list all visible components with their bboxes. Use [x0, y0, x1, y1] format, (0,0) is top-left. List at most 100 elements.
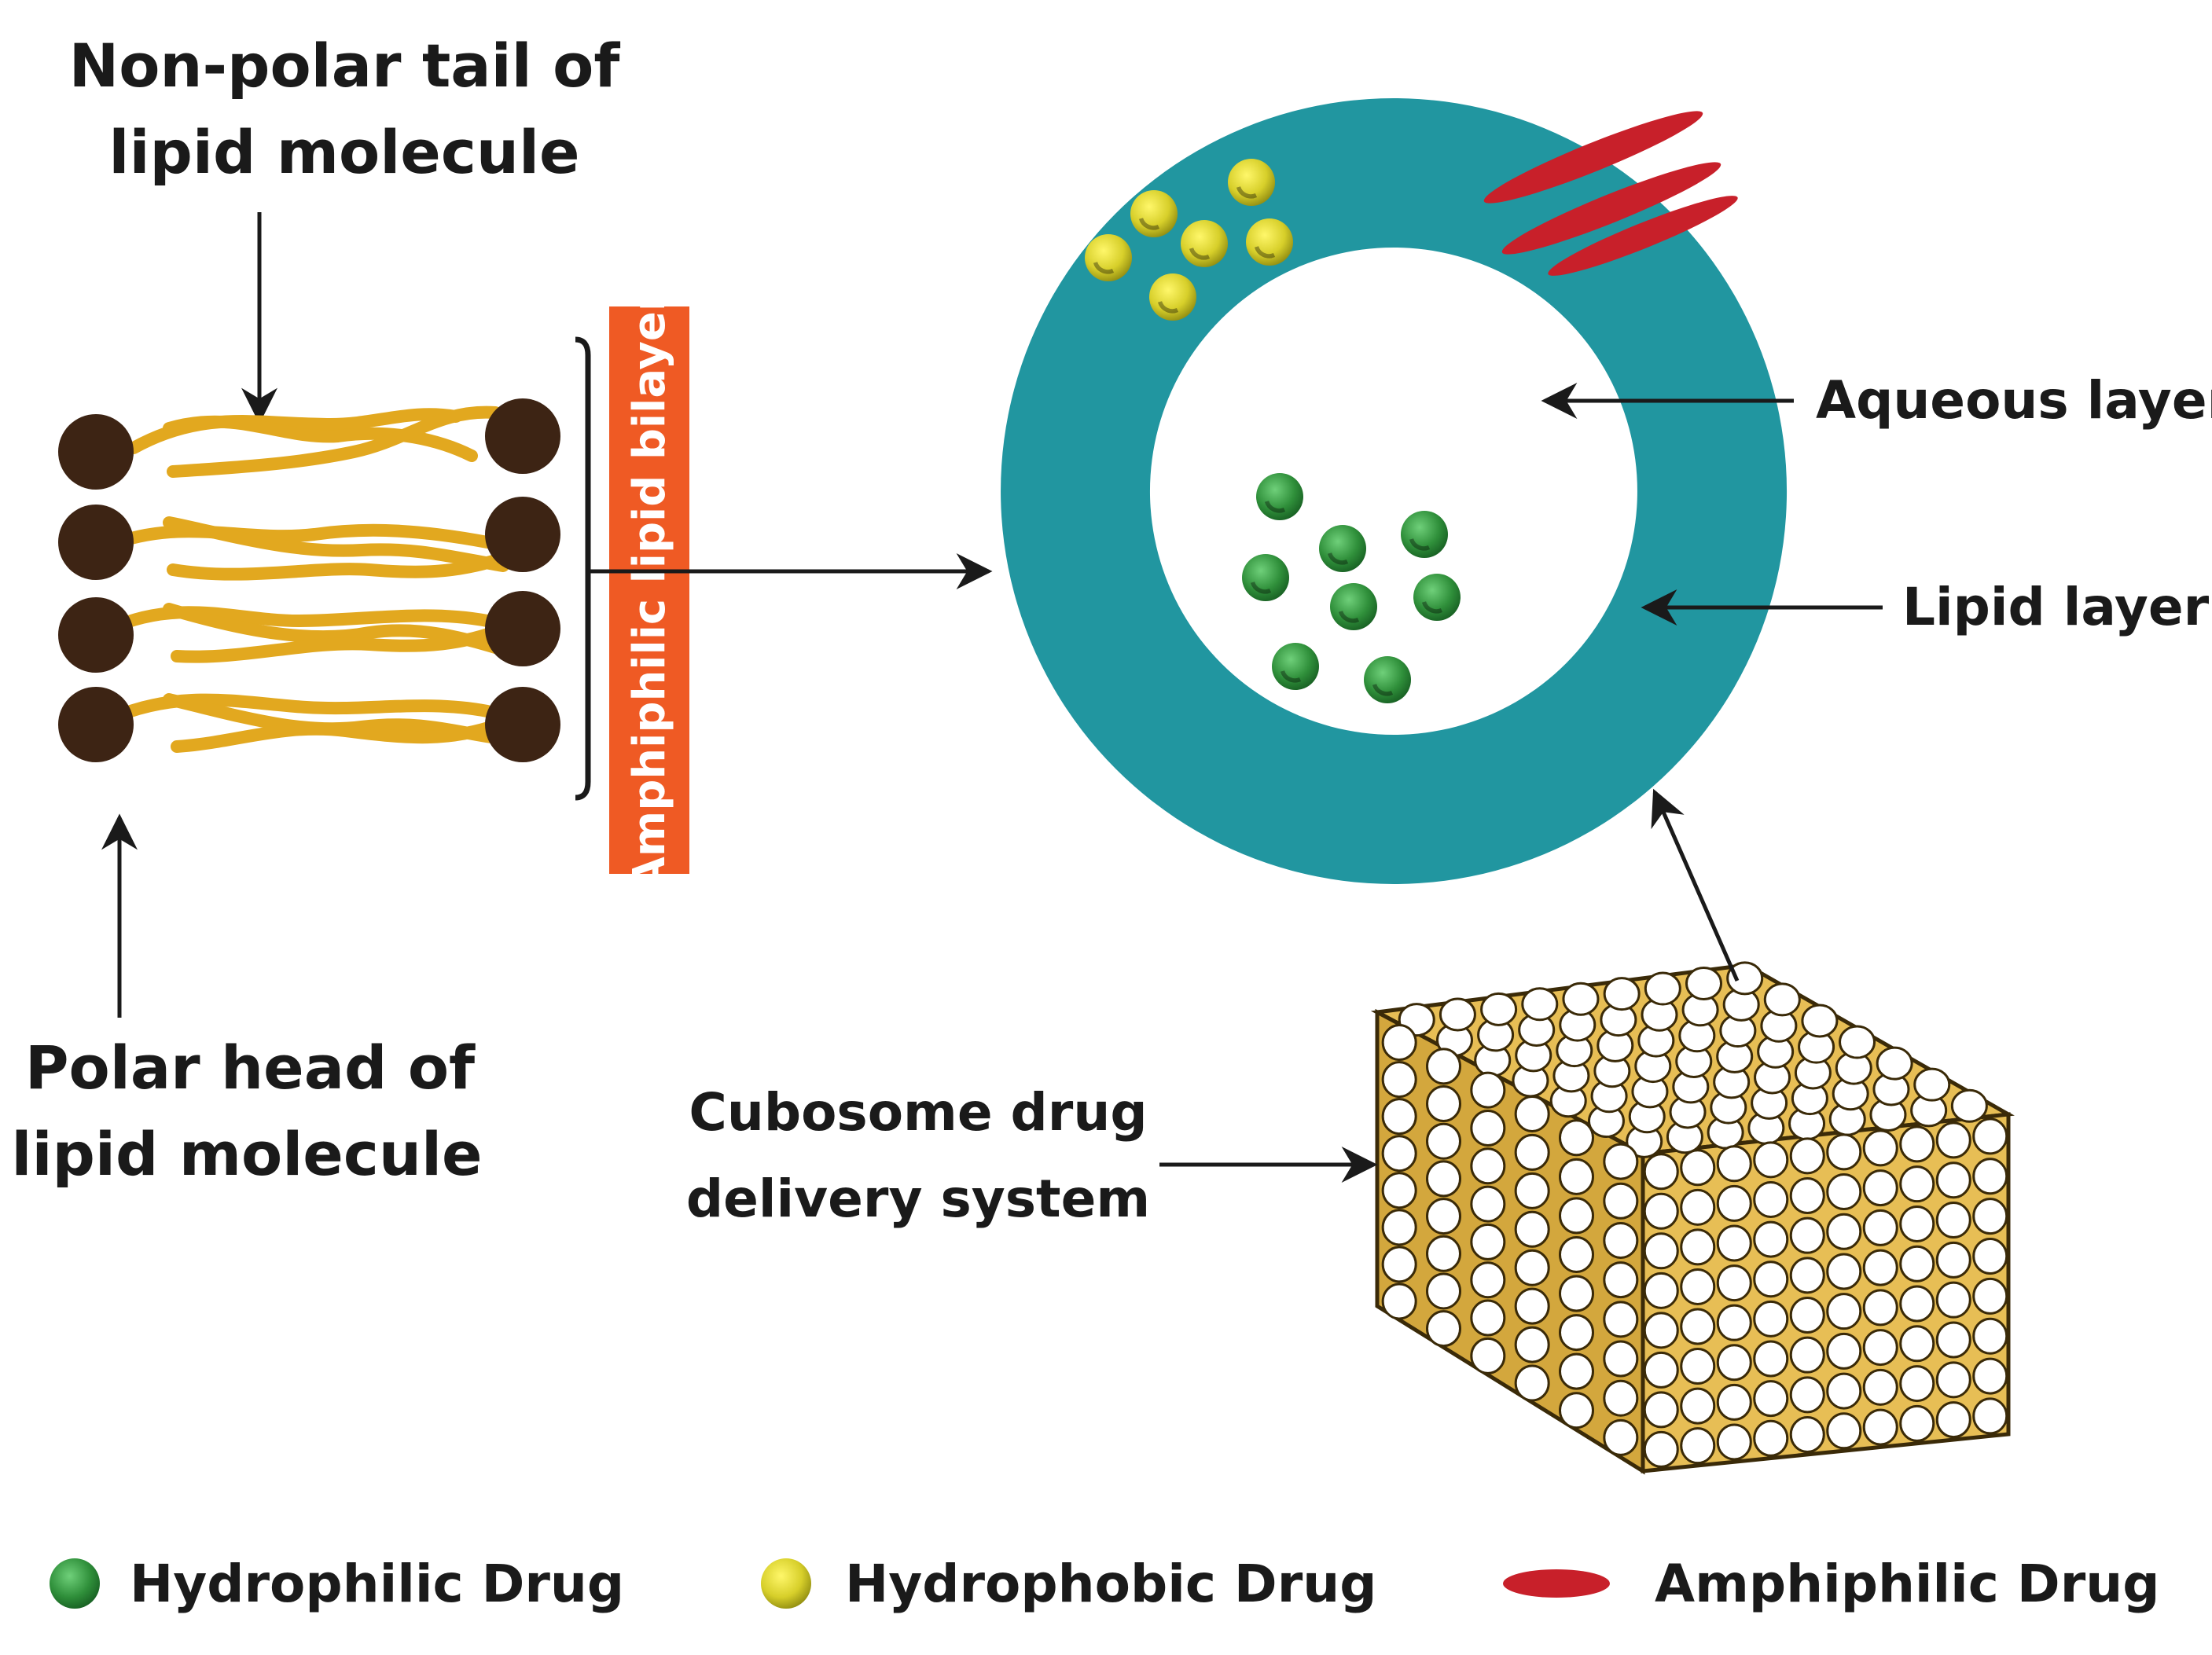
nonpolar-tail-label-line1: Non-polar tail of [69, 31, 621, 101]
cube-pore [1826, 1133, 1862, 1171]
hydrophilic-drug-shade [1421, 601, 1443, 614]
aqueous-layer-label: Aqueous layer [1816, 370, 2212, 431]
cube-pore [1935, 1161, 1971, 1199]
cube-pore [1643, 1351, 1679, 1389]
cube-pore [1381, 1209, 1417, 1246]
cube-pore [1753, 1141, 1789, 1179]
cube-pore [1426, 1160, 1461, 1198]
lipid-heads-right [485, 398, 560, 762]
cube-pore [1899, 1404, 1935, 1442]
cube-pore [1514, 1364, 1550, 1402]
cube-pore [1899, 1205, 1935, 1242]
cube-pore [1603, 1143, 1639, 1180]
cube-pore [1603, 1301, 1639, 1338]
hydrophobic-drug [1149, 273, 1196, 321]
legend-hydrophilic: Hydrophilic Drug [50, 1554, 624, 1614]
cube-pore [1972, 1198, 2008, 1235]
cube-pore [1935, 1281, 1971, 1319]
cube-pore [1559, 1119, 1594, 1157]
cube-pore [1381, 1024, 1417, 1062]
hydrophilic-drug-shade [1264, 501, 1286, 513]
cube-pore [1480, 992, 1518, 1026]
legend-amphiphilic: Amphiphilic Drug [1503, 1554, 2159, 1614]
cube-pore [1643, 1232, 1679, 1270]
hydrophilic-drug [1319, 525, 1366, 572]
cube-pore [1680, 1188, 1716, 1226]
cube-pore [1899, 1165, 1935, 1203]
cube-pore [1753, 1419, 1789, 1457]
cube-pore [1643, 1312, 1679, 1349]
cube-pore [1789, 1137, 1825, 1175]
cube-pore [1559, 1235, 1594, 1273]
cube-pore [1559, 1197, 1594, 1235]
cube-pore [1753, 1300, 1789, 1338]
cube-pore [1862, 1169, 1898, 1207]
hydrophilic-drug-shade [1338, 611, 1360, 623]
cube-pore [1862, 1368, 1898, 1406]
hydrophilic-drug [1330, 583, 1377, 630]
hydrophilic-drug-shade [1327, 552, 1349, 565]
cube-pore [1899, 1245, 1935, 1283]
cube-pore [1685, 966, 1723, 1000]
cube-pore [1862, 1329, 1898, 1367]
cube-pore [1603, 977, 1641, 1011]
cube-pore [1603, 1221, 1639, 1259]
cube-pore [1862, 1209, 1898, 1246]
lipid-tails [104, 405, 517, 753]
hydrophilic-drug [1242, 554, 1289, 601]
hydrophilic-drug [1364, 656, 1411, 703]
cube-pore [1514, 1326, 1550, 1363]
amphiphilic-drug-icon [1503, 1569, 1610, 1598]
hydrophobic-drug-shade [1236, 186, 1258, 199]
cube-pore [1826, 1213, 1862, 1250]
cube-pore [1716, 1383, 1752, 1421]
hydrophilic-drug-icon [50, 1558, 100, 1609]
polar-head-label-line1: Polar head of [25, 1033, 476, 1103]
hydrophilic-drug-shade [1280, 670, 1302, 683]
cube-pore [1603, 1379, 1639, 1417]
cube-pore [1950, 1088, 1988, 1123]
cube-pore [1426, 1198, 1461, 1235]
cube-pore [1426, 1048, 1461, 1085]
cube-pore [1972, 1397, 2008, 1435]
cube-pore [1972, 1237, 2008, 1275]
cube-pore [1559, 1158, 1594, 1195]
cube-pore [1381, 1172, 1417, 1209]
cube-pore [1753, 1261, 1789, 1298]
cube-pore [1826, 1253, 1862, 1290]
cube-pore [1935, 1361, 1971, 1399]
cube-pore [1972, 1158, 2008, 1195]
cube-pore [1643, 1391, 1679, 1429]
cube-pore [1826, 1332, 1862, 1370]
cube-pore [1514, 1095, 1550, 1132]
cube-pore [1514, 1249, 1550, 1286]
cube-pore [1680, 1268, 1716, 1305]
bilayer-label: Amphiphilic lipid bilayer [624, 289, 675, 890]
cube-pore [1680, 1149, 1716, 1187]
cube-pore [1972, 1317, 2008, 1355]
hydrophobic-drug-shade [1138, 218, 1160, 230]
cube-pore [1826, 1293, 1862, 1330]
bilayer-label-bar [609, 306, 689, 874]
cube-pore [1913, 1067, 1951, 1102]
cube-pore [1381, 1246, 1417, 1283]
cube-pore [1521, 987, 1559, 1022]
lipid-layer-label: Lipid layer [1902, 577, 2210, 637]
cubosome-label-line1: Cubosome drug [689, 1082, 1147, 1143]
cube-pore [1559, 1275, 1594, 1312]
cube-pore [1753, 1220, 1789, 1258]
legend-hydrophilic-label: Hydrophilic Drug [130, 1554, 624, 1614]
cube-pore [1680, 1348, 1716, 1385]
hydrophobic-drug [1246, 218, 1293, 266]
cube-pore [1426, 1235, 1461, 1272]
cube-pore [1716, 1304, 1752, 1341]
cube-to-ring-arrow [1651, 788, 1740, 982]
cube-pore [1426, 1310, 1461, 1348]
cube-pore [1716, 1184, 1752, 1222]
hydrophobic-drug [1085, 234, 1132, 281]
cube-pore [1789, 1257, 1825, 1294]
legend-amphiphilic-label: Amphiphilic Drug [1655, 1554, 2159, 1614]
hydrophobic-drug-shade [1093, 262, 1115, 274]
legend-hydrophobic-label: Hydrophobic Drug [845, 1554, 1377, 1614]
cube-pore [1753, 1340, 1789, 1378]
